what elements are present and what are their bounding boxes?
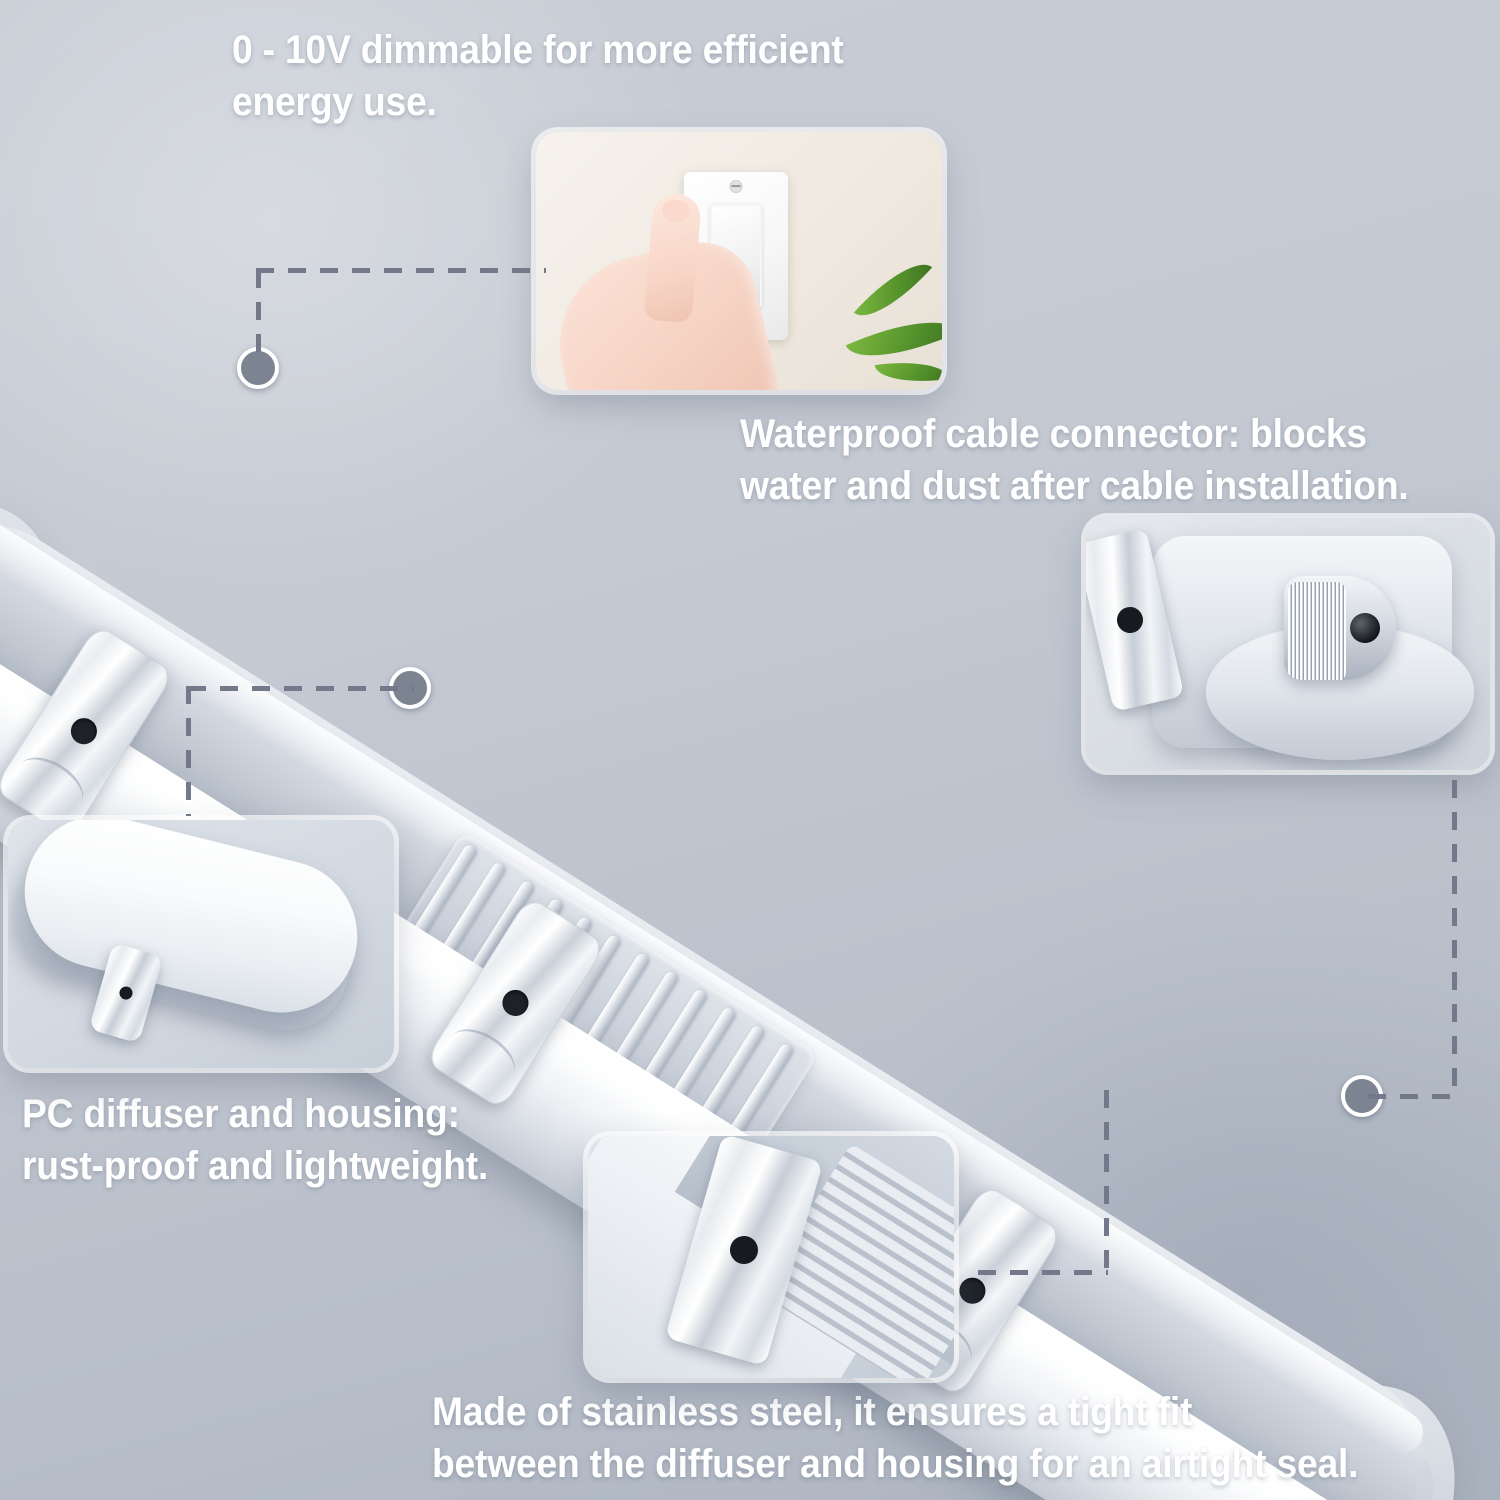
inset-stainless-clip-closeup [588, 1136, 954, 1378]
leader-line-connector-vertical [1452, 780, 1457, 1098]
inset-pc-diffuser-closeup [8, 820, 394, 1068]
caption-dimmable: 0 - 10V dimmable for more efficient ener… [232, 28, 844, 124]
plant-leaf-2 [853, 248, 933, 332]
leader-line-steel-vertical [1104, 1090, 1109, 1274]
leader-line-diffuser-horizontal [188, 686, 414, 691]
index-finger [643, 191, 703, 324]
gland-knurl-texture [1323, 1488, 1427, 1500]
wall-plate-screw-top [729, 180, 743, 193]
leader-line-steel-horizontal [978, 1270, 1108, 1275]
leader-line-dimmable-horizontal [256, 268, 546, 273]
callout-dot-dimmable [237, 347, 279, 389]
inset-wall-dimmer-switch-photo [536, 132, 942, 390]
stainless-steel-clip-2 [424, 895, 607, 1111]
end-cap-left [0, 459, 105, 826]
inset-cable-gland-closeup [1086, 518, 1490, 770]
leader-line-connector-horizontal [1368, 1094, 1456, 1099]
plant-leaf-3 [874, 355, 942, 389]
gland-inset-knurl [1288, 582, 1346, 680]
leader-line-diffuser-vertical [186, 686, 191, 816]
leader-line-dimmable-vertical [256, 270, 261, 354]
gland-inset-hole [1350, 613, 1380, 643]
stainless-steel-clip-1 [0, 623, 176, 839]
gland-inset-connector [1284, 576, 1396, 680]
caption-pc-diffuser: PC diffuser and housing: rust-proof and … [22, 1092, 489, 1188]
caption-stainless-steel: Made of stainless steel, it ensures a ti… [432, 1390, 1359, 1486]
caption-waterproof-connector: Waterproof cable connector: blocks water… [740, 412, 1409, 508]
end-cap-left-face [0, 511, 50, 758]
